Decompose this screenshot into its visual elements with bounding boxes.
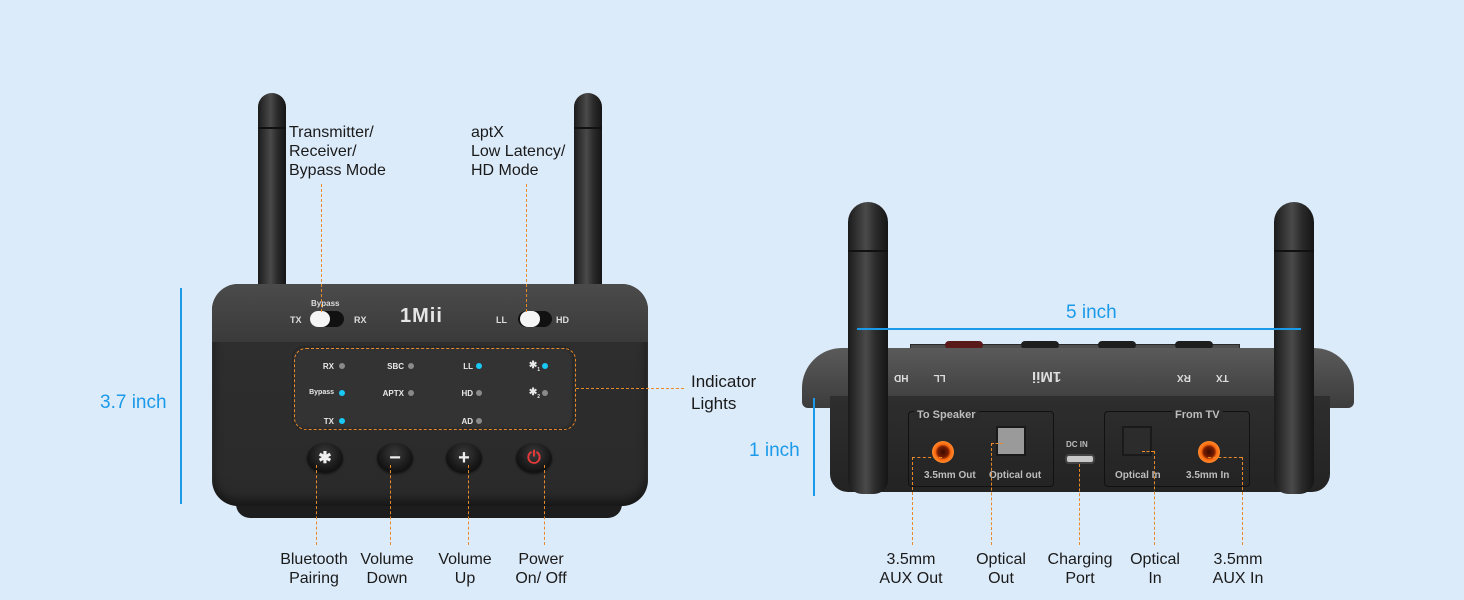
latency-switch-hd-label: HD [556,315,569,325]
mode-switch[interactable] [310,311,344,327]
rear-left-antenna [848,202,888,494]
bluetooth-1-icon: ✱1 [528,360,540,373]
rear-height-dimension-label: 1 inch [749,440,800,461]
height-dimension-line [180,288,182,504]
optical-in-port-label: Optical In [1115,470,1161,481]
plus-icon: + [458,446,470,469]
mode-switch-rx-label: RX [354,315,367,325]
indicator-label-tx: TX [323,417,334,426]
callout-bluetooth-pairing: Bluetooth Pairing [280,551,348,587]
callout-aux-in: 3.5mm AUX In [1212,551,1264,587]
aux-out-jack[interactable] [932,441,954,463]
callout-indicator-lights: Indicator Lights [691,372,757,413]
height-dimension-line-rear [813,398,815,496]
callout-mode-switch: Transmitter/ Receiver/ Bypass Mode [289,124,386,179]
indicator-led-bt1 [542,363,548,369]
volume-down-button[interactable]: − [377,443,413,473]
bluetooth-2-icon: ✱2 [528,387,540,400]
callout-power: Power On/ Off [515,551,567,587]
to-speaker-label: To Speaker [914,409,979,421]
from-tv-label: From TV [1172,409,1223,421]
device-front-body [212,284,648,506]
bluetooth-icon: ✱ [318,450,332,467]
width-dimension-line [857,328,1301,330]
power-button[interactable]: ⏻ [516,443,552,473]
dc-in-label: DC IN [1066,440,1088,449]
indicator-led-rx [339,363,345,369]
optical-out-port[interactable] [996,426,1026,456]
indicator-label-ll: LL [463,362,473,371]
volume-up-button[interactable]: + [446,443,482,473]
indicator-label-rx: RX [322,362,334,371]
right-antenna [574,93,602,293]
width-dimension-label: 5 inch [1066,302,1117,323]
latency-switch-ll-label: LL [496,315,507,325]
minus-icon: − [389,446,401,469]
mode-switch-tx-label: TX [290,315,302,325]
height-dimension-label: 3.7 inch [100,392,167,413]
left-antenna [258,93,286,293]
indicator-led-sbc [408,363,414,369]
indicator-panel [292,346,574,430]
callout-charging-port: Charging Port [1047,551,1113,587]
callout-aux-out: 3.5mm AUX Out [879,551,943,587]
to-speaker-group [908,411,1054,487]
aux-in-jack[interactable] [1198,441,1220,463]
mode-switch-bypass-label: Bypass [311,299,340,308]
callout-optical-out: Optical Out [976,551,1026,587]
indicator-led-ad [476,418,482,424]
latency-switch[interactable] [518,311,552,327]
indicator-label-ad: AD [461,417,473,426]
indicator-led-bypass [339,390,345,396]
callout-volume-down: Volume Down [360,551,414,587]
bluetooth-pairing-button[interactable]: ✱ [307,443,343,473]
aux-in-port-label: 3.5mm In [1186,470,1230,481]
callout-optical-in: Optical In [1130,551,1180,587]
usb-charging-port[interactable] [1065,454,1095,464]
indicator-lights-highlight [294,348,576,430]
indicator-led-ll [476,363,482,369]
indicator-led-bt2 [542,390,548,396]
power-icon: ⏻ [527,448,541,467]
indicator-led-aptx [408,390,414,396]
indicator-led-tx [339,418,345,424]
indicator-label-sbc: SBC [387,362,404,371]
indicator-label-hd: HD [461,389,473,398]
rear-right-antenna [1274,202,1314,494]
brand-logo: 1Mii [400,305,443,327]
callout-volume-up: Volume Up [438,551,492,587]
aux-out-port-label: 3.5mm Out [924,470,976,481]
indicator-led-hd [476,390,482,396]
callout-latency-switch: aptX Low Latency/ HD Mode [471,124,566,179]
indicator-label-bypass: Bypass [309,389,334,396]
optical-out-port-label: Optical out [989,470,1042,481]
indicator-label-aptx: APTX [382,389,404,398]
